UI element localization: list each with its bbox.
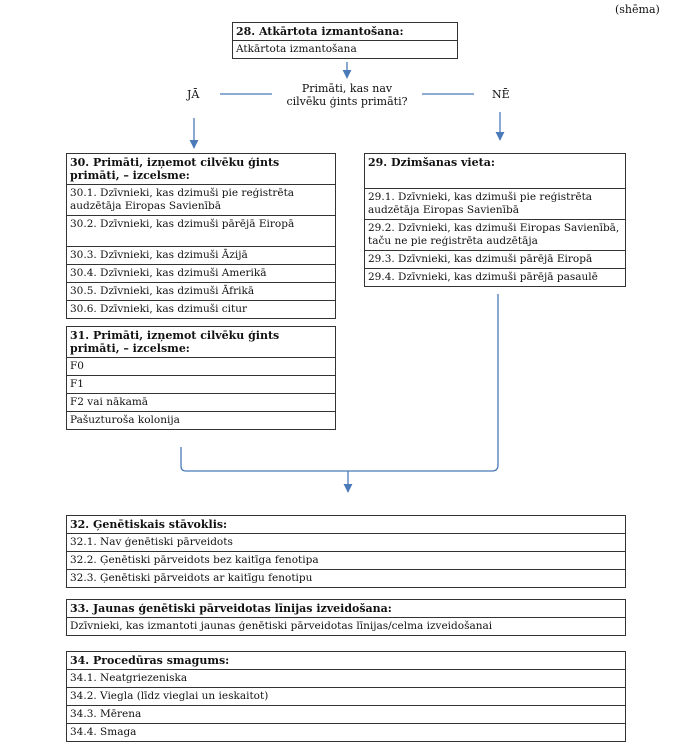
box-31-primate-generation: 31. Primāti, izņemot cilvēku ģints primā… <box>66 326 336 430</box>
box-28-reuse: 28. Atkārtota izmantošana: Atkārtota izm… <box>232 22 458 59</box>
box-34-title: 34. Procedūras smagums: <box>70 654 230 667</box>
box-33-row: Dzīvnieki, kas izmantoti jaunas ģenētisk… <box>67 617 625 635</box>
box-31-title: 31. Primāti, izņemot cilvēku ģints primā… <box>70 329 280 355</box>
box-33-new-gm-line: 33. Jaunas ģenētiski pārveidotas līnijas… <box>66 599 626 636</box>
box-30-row: 30.5. Dzīvnieki, kas dzimuši Āfrikā <box>67 282 335 300</box>
box-32-row: 32.2. Ģenētiski pārveidots bez kaitīga f… <box>67 551 625 569</box>
box-29-birthplace: 29. Dzimšanas vieta: 29.1. Dzīvnieki, ka… <box>364 153 626 287</box>
box-32-row: 32.3. Ģenētiski pārveidots ar kaitīgu fe… <box>67 569 625 587</box>
decision-question: Primāti, kas nav cilvēku ģints primāti? <box>286 82 408 108</box>
box-30-row: 30.1. Dzīvnieki, kas dzimuši pie reģistr… <box>67 184 335 215</box>
box-34-row: 34.4. Smaga <box>67 723 625 741</box>
box-32-row: 32.1. Nav ģenētiski pārveidots <box>67 533 625 551</box>
box-30-primate-origin: 30. Primāti, izņemot cilvēku ģints primā… <box>66 153 336 319</box>
box-34-row: 34.3. Mērena <box>67 705 625 723</box>
box-29-row: 29.3. Dzīvnieki, kas dzimuši pārējā Eiro… <box>365 250 625 268</box>
box-31-row: F2 vai nākamā <box>67 393 335 411</box>
box-31-row: F1 <box>67 375 335 393</box>
box-31-row: Pašuzturoša kolonija <box>67 411 335 429</box>
box-29-row: 29.4. Dzīvnieki, kas dzimuši pārējā pasa… <box>365 268 625 286</box>
box-32-title: 32. Ģenētiskais stāvoklis: <box>70 518 228 531</box>
box-30-row: 30.4. Dzīvnieki, kas dzimuši Amerikā <box>67 264 335 282</box>
box-34-row: 34.2. Viegla (līdz vieglai un ieskaitot) <box>67 687 625 705</box>
box-30-row: 30.2. Dzīvnieki, kas dzimuši pārējā Eiro… <box>67 215 335 246</box>
box-28-row: Atkārtota izmantošana <box>233 40 457 58</box>
box-31-row: F0 <box>67 357 335 375</box>
box-29-title: 29. Dzimšanas vieta: <box>368 156 495 169</box>
merge-connector <box>180 294 499 472</box>
box-29-row: 29.2. Dzīvnieki, kas dzimuši Eiropas Sav… <box>365 219 625 250</box>
box-30-row: 30.3. Dzīvnieki, kas dzimuši Āzijā <box>67 246 335 264</box>
decision-no-label: NĒ <box>492 88 510 101</box>
box-33-title: 33. Jaunas ģenētiski pārveidotas līnijas… <box>70 602 392 615</box>
schema-label: (shēma) <box>615 3 660 16</box>
box-30-row: 30.6. Dzīvnieki, kas dzimuši citur <box>67 300 335 318</box>
box-34-severity: 34. Procedūras smagums: 34.1. Neatgrieze… <box>66 651 626 742</box>
decision-yes-label: JĀ <box>187 88 200 101</box>
box-34-row: 34.1. Neatgriezeniska <box>67 669 625 687</box>
box-29-row: 29.1. Dzīvnieki, kas dzimuši pie reģistr… <box>365 188 625 219</box>
box-30-title: 30. Primāti, izņemot cilvēku ģints primā… <box>70 156 280 182</box>
box-32-genetic-status: 32. Ģenētiskais stāvoklis: 32.1. Nav ģen… <box>66 515 626 588</box>
box-28-title: 28. Atkārtota izmantošana: <box>236 25 404 38</box>
